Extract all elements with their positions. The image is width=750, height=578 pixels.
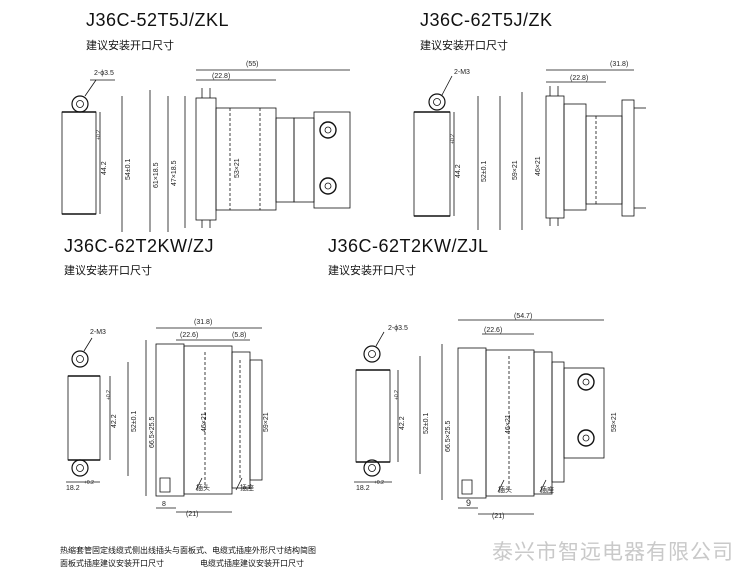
panel1-mount-hole <box>71 95 89 113</box>
panel3-body <box>183 345 233 495</box>
panel3-mount-hole-bottom <box>71 459 89 477</box>
panel1-cut-height-tol: +0.2 <box>96 130 102 140</box>
panel4-mid-width: (22.6) <box>484 327 502 334</box>
footer-caption-line2a: 面板式插座建议安装开口尺寸 <box>60 559 164 568</box>
panel3-body-height: 66.5×25.5 <box>149 417 156 448</box>
panel2-cut-height: 44.2 <box>455 164 462 178</box>
panel2-outer-height: 52±0.1 <box>481 161 488 182</box>
panel3-cutout <box>67 375 101 461</box>
panel2-subtitle: 建议安装开口尺寸 <box>420 39 508 52</box>
panel3-small-width: (5.8) <box>232 332 246 339</box>
panel2-drawing <box>413 69 646 230</box>
panel1-cutout <box>61 111 97 215</box>
panel2-cut-height-tol: +0.2 <box>450 134 456 144</box>
panel4-cut-height: 42.2 <box>399 416 406 430</box>
panel3-plug-label: 插头 <box>196 483 210 492</box>
footer-caption-line2b: 电缆式插座建议安装开口尺寸 <box>200 559 304 568</box>
panel1-cut-height: 44.2 <box>101 161 108 175</box>
panel3-cut-width-tol: +0.2 <box>84 480 94 486</box>
panel4-top-width: (54.7) <box>514 313 532 320</box>
panel1-flange <box>195 97 217 221</box>
panel3-title: J36C-62T2KW/ZJ <box>64 236 215 256</box>
panel2-cutout <box>413 111 451 217</box>
panel4-cable-hole-top <box>577 373 595 391</box>
panel3-socket-label: 插座 <box>240 483 254 492</box>
panel1-inner-height: 47×18.5 <box>171 160 178 186</box>
panel4-cut-width: 18.2 <box>356 485 370 492</box>
panel3-cut-height-tol: +0.2 <box>106 390 112 400</box>
panel4-bottom-a: 9 <box>466 498 471 508</box>
panel4-outer-height: 52±0.1 <box>423 413 430 434</box>
panel4-socket-label: 插座 <box>540 485 554 494</box>
panel4-cutout <box>355 369 391 463</box>
panel1-mid-width: (22.8) <box>212 73 230 80</box>
panel3-hole-dim: 2-M3 <box>90 329 106 336</box>
panel1-body <box>215 107 277 211</box>
panel3-pin-height: 46×21 <box>201 412 208 432</box>
panel3-mount-hole-top <box>71 350 89 368</box>
panel1-cable-hole-top <box>319 121 337 139</box>
panel3-bottom-a: 8 <box>162 501 166 508</box>
panel2-title: J36C-62T5J/ZK <box>420 10 553 30</box>
panel1-pin-height: 53×21 <box>234 158 241 178</box>
panel3-bottom-b: (21) <box>186 511 198 518</box>
panel4-drawing <box>354 319 605 515</box>
panel3-outer-height: 52±0.1 <box>131 411 138 432</box>
panel4-cut-height-tol: +0.2 <box>394 390 400 400</box>
panel1-body-height: 61×18.5 <box>153 162 160 188</box>
panel3-subtitle: 建议安装开口尺寸 <box>64 264 152 277</box>
panel4-mount-hole-top <box>363 345 381 363</box>
panel4-title: J36C-62T2KW/ZJL <box>328 236 489 256</box>
footer-caption-line1: 热缩套管固定线缆式侧出线插头与面板式、电缆式插座外形尺寸结构简图 <box>60 546 316 555</box>
panel2-flange <box>545 95 565 219</box>
panel1-top-width: (55) <box>246 61 258 68</box>
panel3-mid-width: (22.6) <box>180 332 198 339</box>
panel4-right-height: 59×21 <box>611 412 618 432</box>
panel2-body <box>563 103 587 211</box>
panel1-cable-hole-bottom <box>319 177 337 195</box>
panel4-body-height: 66.5×25.5 <box>445 421 452 452</box>
panel4-cut-width-tol: +0.2 <box>374 480 384 486</box>
panel2-top-width: (31.8) <box>610 61 628 68</box>
panel4-bottom-b: (21) <box>492 513 504 520</box>
panel4-subtitle: 建议安装开口尺寸 <box>328 264 416 277</box>
panel1-outer-height: 54±0.1 <box>125 159 132 180</box>
panel3-right-height: 59×21 <box>263 412 270 432</box>
panel1-drawing <box>61 69 351 232</box>
panel3-top-width: (31.8) <box>194 319 212 326</box>
panel1-subtitle: 建议安装开口尺寸 <box>86 39 174 52</box>
panel3-cut-width: 18.2 <box>66 485 80 492</box>
panel2-hole-dim: 2-M3 <box>454 69 470 76</box>
panel4-plug-label: 插头 <box>498 485 512 494</box>
panel3-plug <box>155 343 185 497</box>
panel2-mid-width: (22.8) <box>570 75 588 82</box>
panel4-cable-hole-bottom <box>577 429 595 447</box>
panel2-mount-hole <box>428 93 446 111</box>
panel2-pin-height: 46×21 <box>535 156 542 176</box>
panel2-body-height: 59×21 <box>512 160 519 180</box>
panel4-plug <box>457 347 487 499</box>
panel4-mount-hole-bottom <box>363 459 381 477</box>
panel1-hole-dim: 2-ϕ3.5 <box>94 70 114 77</box>
panel3-cut-height: 42.2 <box>111 414 118 428</box>
panel1-title: J36C-52T5J/ZKL <box>86 10 230 30</box>
company-watermark: 泰兴市智远电器有限公司 <box>492 540 734 564</box>
panel3-drawing <box>66 327 263 513</box>
panel4-pin-height: 46×21 <box>505 414 512 434</box>
panel4-hole-dim: 2-ϕ3.5 <box>388 325 408 332</box>
